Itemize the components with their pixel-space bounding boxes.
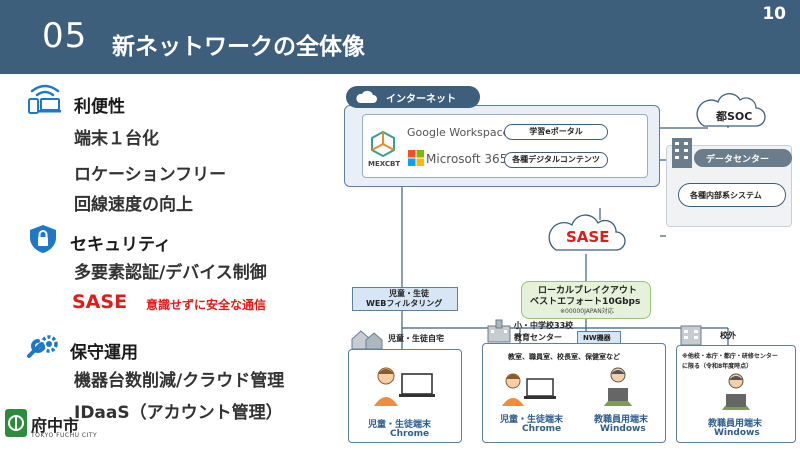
local-breakout-line3: ※00000JAPAN対応: [560, 308, 614, 315]
school-icon: [487, 319, 511, 343]
soc-cloud-icon: [696, 93, 766, 127]
home-device-label: 児童・生徒端末: [368, 420, 432, 430]
staff-laptop-icon: [722, 373, 750, 410]
internal-systems-label: 各種内部系システム: [690, 191, 762, 200]
convenience-item: ロケーションフリー: [74, 165, 227, 185]
local-breakout-line1: ローカルブレイクアウト: [538, 286, 637, 296]
maintenance-heading: 保守運用: [70, 343, 138, 363]
local-breakout-box: [521, 281, 651, 319]
security-heading: セキュリティ: [70, 235, 171, 255]
home-label: 児童・生徒自宅: [388, 334, 444, 343]
convenience-item: 端末１台化: [74, 129, 159, 149]
school-staff-os: Windows: [600, 424, 646, 434]
city-name: 府中市: [31, 416, 80, 435]
offsite-zone: [676, 345, 796, 443]
office-building-icon: [680, 325, 702, 346]
google-workspace-label: Google Workspace: [407, 126, 510, 139]
web-filter-box: [352, 287, 458, 311]
internet-header: [346, 86, 480, 108]
convenience-item: 回線速度の向上: [74, 195, 193, 215]
shield-lock-icon: [30, 225, 56, 253]
digital-content-pill: 各種デジタルコンテンツ: [504, 152, 608, 168]
microsoft-logo-icon: [408, 150, 424, 166]
section-number: 05: [42, 16, 88, 56]
sase-note: 意識せずに安全な通信: [146, 298, 267, 312]
fuchu-city-emblem: [5, 409, 27, 437]
soc-label: 都SOC: [716, 110, 753, 123]
cloud-services-panel: [362, 114, 648, 178]
local-breakout-line2: ベストエフォート10Gbps: [530, 297, 641, 307]
school-zone: [482, 343, 666, 443]
house-icon: [351, 330, 383, 350]
sase-cloud-icon: [548, 214, 626, 251]
page-title: 新ネットワークの全体像: [112, 34, 365, 60]
student-laptop-icon: [374, 367, 435, 406]
mexcbt-logo-icon: [371, 130, 395, 158]
microsoft-365-label: Microsoft 365: [426, 152, 508, 166]
city-subtitle: TOKYO FUCHU CITY: [31, 432, 98, 439]
data-center-header: [694, 149, 792, 167]
offsite-device-label: 教職員用端末: [708, 419, 763, 429]
offsite-device-os: Windows: [714, 428, 760, 438]
device-network-icon: [28, 84, 61, 114]
data-center-label: データセンター: [706, 155, 770, 165]
offsite-note-line2: に限る（令和8年度時点）: [682, 363, 753, 370]
school-staff-device: 教職員用端末: [594, 415, 649, 425]
school-label-line2: 教育センター: [514, 333, 562, 342]
home-device-os: Chrome: [390, 429, 430, 439]
offsite-note-line1: ※他校・本庁・都庁・研修センター: [682, 353, 778, 360]
student-laptop-icon: [502, 373, 556, 406]
school-rooms: 教室、職員室、校長室、保健室など: [508, 353, 620, 361]
staff-laptop-icon: [604, 367, 632, 406]
school-student-device: 児童・生徒端末: [500, 415, 564, 425]
web-filter-line2: WEBフィルタリング: [366, 299, 443, 308]
offsite-label: 校外: [720, 331, 736, 340]
sase-cloud-label: SASE: [566, 228, 610, 246]
learning-portal-pill: 学習eポータル: [504, 124, 608, 140]
building-icon: [672, 138, 692, 168]
convenience-heading: 利便性: [74, 97, 125, 117]
cloud-icon: [356, 90, 377, 103]
school-student-os: Chrome: [522, 424, 562, 434]
internal-systems-pill: [678, 183, 786, 207]
nw-device-label: NW機器: [583, 334, 611, 342]
wrench-gear-icon: [27, 335, 58, 358]
web-filter-line1: 児童・生徒: [389, 289, 429, 298]
security-item: 多要素認証/デバイス制御: [74, 263, 267, 283]
maintenance-item: IDaaS（アカウント管理）: [74, 403, 283, 423]
internet-label: インターネット: [386, 94, 456, 105]
page-number: 10: [762, 4, 786, 24]
title-bar: 05 新ネットワークの全体像 10: [0, 0, 800, 74]
maintenance-item: 機器台数削減/クラウド管理: [74, 371, 285, 391]
mexcbt-label: MEXCBT: [368, 160, 401, 168]
sase-label: SASE: [72, 291, 128, 313]
school-label-line1: 小・中学校33校: [514, 321, 574, 330]
